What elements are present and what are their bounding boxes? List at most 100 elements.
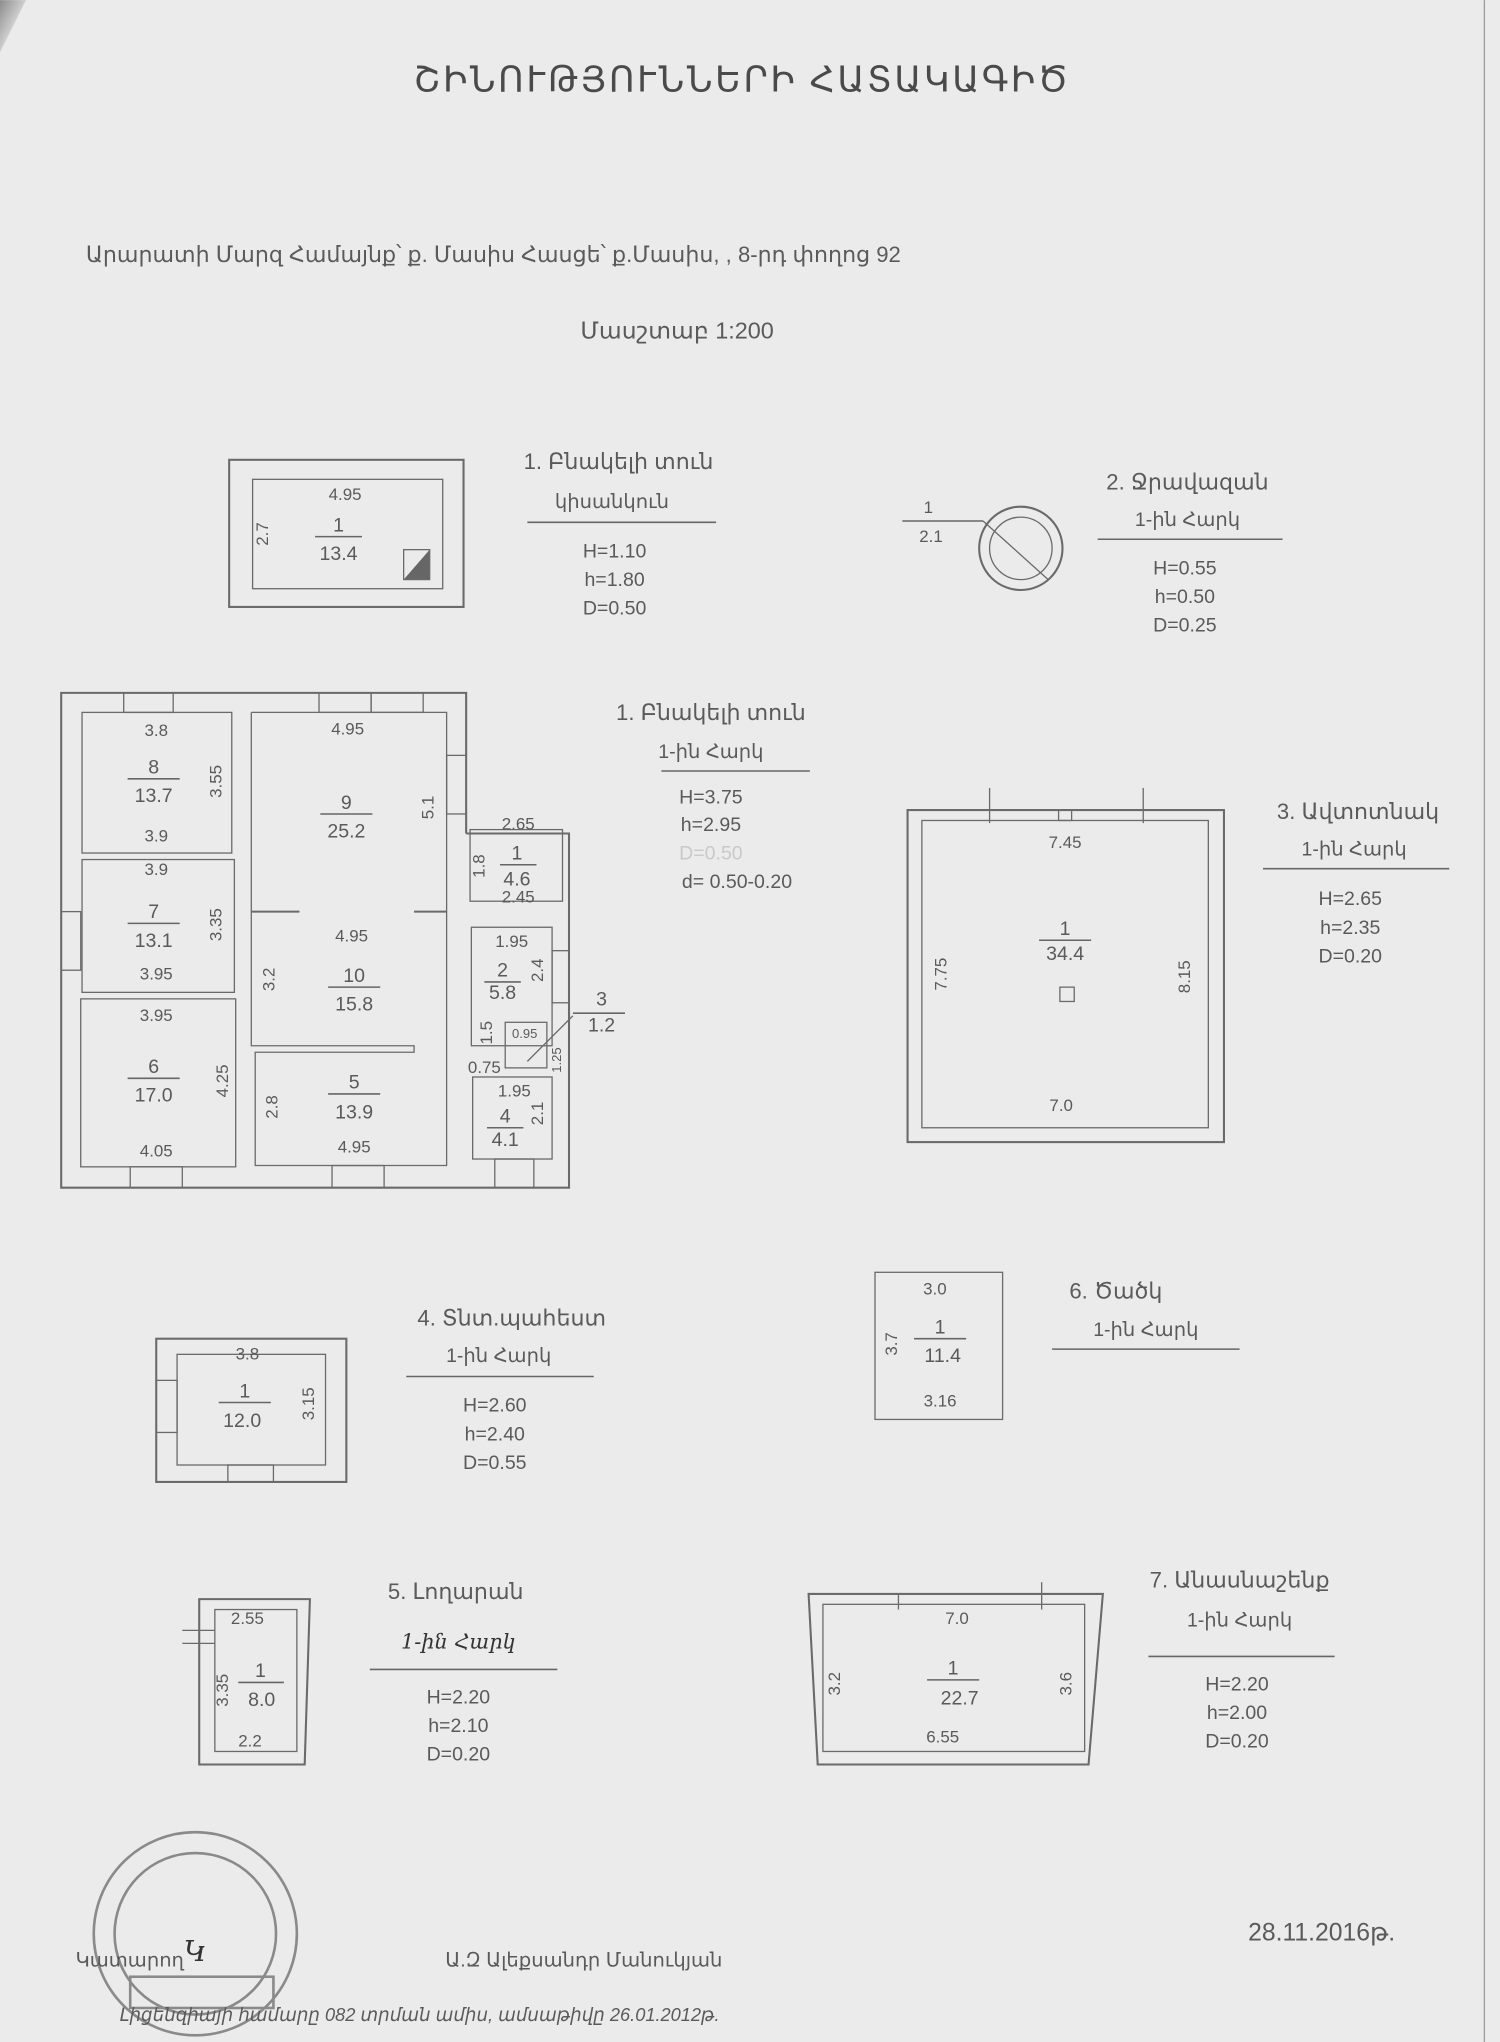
room-label: 4 bbox=[500, 1106, 511, 1128]
dimension-label: 4.25 bbox=[213, 1064, 232, 1097]
dimension-label: 4.95 bbox=[329, 485, 362, 504]
document-date: 28.11.2016թ. bbox=[1248, 1919, 1395, 1946]
house-legend: 1. Բնակելի տուն 1-ին Հարկ H=3.75 h=2.95 … bbox=[616, 700, 810, 893]
dimension-label: 3.2 bbox=[825, 1672, 844, 1696]
dimension-label: 3.8 bbox=[144, 721, 168, 740]
dimension-label: H=2.65 bbox=[1319, 888, 1383, 910]
dimension-label: 7.0 bbox=[945, 1609, 969, 1628]
paper-corner-shadow bbox=[0, 0, 27, 53]
room-label: 13.9 bbox=[335, 1102, 373, 1124]
room-label: 13.7 bbox=[135, 785, 173, 807]
dimension-label: 1.95 bbox=[495, 932, 528, 951]
dimension-label: 5.1 bbox=[419, 796, 438, 820]
dimension-label: 0.95 bbox=[512, 1026, 537, 1041]
dimension-label: 3.7 bbox=[882, 1332, 901, 1356]
dimension-label: 7.75 bbox=[932, 958, 951, 991]
dimension-label: H=1.10 bbox=[583, 540, 647, 562]
dimension-label: 2.45 bbox=[502, 888, 535, 907]
dimension-label: 2.7 bbox=[253, 522, 272, 546]
room-label: 6 bbox=[148, 1056, 159, 1078]
room-label: 22.7 bbox=[941, 1688, 979, 1710]
dimension-label: D=0.25 bbox=[1153, 615, 1217, 637]
bath-legend: 5. Լողարան 1-ին Հարկ H=2.20 h=2.10 D=0.2… bbox=[369, 1579, 558, 1766]
room-label: 8.0 bbox=[248, 1689, 275, 1711]
dimension-label: 3. Ավտոտնակ bbox=[1277, 799, 1439, 824]
room-label: 1 bbox=[1060, 918, 1071, 940]
dimension-label: 1. Բնակելի տուն bbox=[616, 700, 806, 725]
performer-label: Կատարող bbox=[76, 1949, 185, 1971]
room-label: 1 bbox=[948, 1658, 959, 1680]
dimension-label: 4.95 bbox=[331, 720, 364, 739]
dimension-label: 1-ին Հարկ bbox=[1093, 1319, 1198, 1341]
dimension-label: D=0.50 bbox=[679, 843, 743, 865]
dimension-label: 1 bbox=[924, 498, 933, 517]
well-legend: 2. Ջրավազան 1-ին Հարկ H=0.55 h=0.50 D=0.… bbox=[1097, 470, 1283, 637]
basement-plan: 4.95 2.7 1 13.4 bbox=[228, 458, 465, 608]
dimension-label: 3.9 bbox=[144, 860, 168, 879]
dimension-label: H=2.20 bbox=[1205, 1673, 1269, 1695]
dimension-label: 1-ին Հարկ bbox=[1187, 1609, 1292, 1631]
dimension-label: h=2.35 bbox=[1320, 917, 1380, 939]
dimension-label: 2.8 bbox=[262, 1095, 281, 1119]
dimension-label: 3.8 bbox=[236, 1345, 260, 1364]
dimension-label: 3.16 bbox=[924, 1391, 957, 1410]
dimension-label: D=0.55 bbox=[463, 1452, 527, 1474]
dimension-label: H=2.60 bbox=[463, 1395, 527, 1417]
dimension-label: d= 0.50-0.20 bbox=[682, 871, 792, 893]
dimension-label: 5. Լողարան bbox=[388, 1579, 524, 1604]
dimension-label: H=2.20 bbox=[427, 1686, 491, 1708]
dimension-label: 3.35 bbox=[206, 908, 225, 941]
room-label: 1 bbox=[511, 843, 522, 865]
dimension-label: h=2.40 bbox=[465, 1423, 525, 1445]
dimension-label: 3.2 bbox=[260, 968, 279, 992]
garage-legend: 3. Ավտոտնակ 1-ին Հարկ H=2.65 h=2.35 D=0.… bbox=[1263, 799, 1450, 967]
page-title: ՇԻՆՈՒԹՅՈՒՆՆԵՐԻ ՀԱՏԱԿԱԳԻԾ bbox=[414, 60, 1071, 99]
dimension-label: D=0.20 bbox=[1205, 1731, 1269, 1753]
dimension-label: 6. Ծածկ bbox=[1069, 1278, 1162, 1303]
room-label: 17.0 bbox=[135, 1085, 173, 1107]
dimension-label: 3.6 bbox=[1057, 1672, 1076, 1696]
dimension-label: 6.55 bbox=[926, 1727, 959, 1746]
house-plan: 3.8 8 13.7 3.9 3.55 3.9 7 13.1 3.95 3.35… bbox=[60, 691, 625, 1189]
dimension-label: 0.75 bbox=[468, 1058, 501, 1077]
license-line: Լիցենզիայի համարը 082 տրման ամիս, ամսաթի… bbox=[120, 2005, 720, 2025]
room-label: 13.4 bbox=[320, 543, 358, 565]
room-label: 25.2 bbox=[327, 820, 365, 842]
address-line: Արարատի Մարզ Համայնք՝ ք. Մասիս Հասցե՝ ք.… bbox=[86, 242, 901, 267]
shed-plan: 3.0 3.7 1 11.4 3.16 bbox=[874, 1271, 1004, 1421]
dimension-label: 4.95 bbox=[335, 927, 368, 946]
room-label: 34.4 bbox=[1046, 943, 1084, 965]
basement-legend: 1. Բնակելի տուն կիսանկուն H=1.10 h=1.80 … bbox=[524, 449, 717, 620]
dimension-label: 1-ին Հարկ bbox=[401, 1630, 516, 1654]
dimension-label: 3.35 bbox=[213, 1674, 232, 1707]
dimension-label: 1.25 bbox=[549, 1047, 564, 1072]
dimension-label: h=1.80 bbox=[584, 569, 644, 591]
room-label: 1 bbox=[935, 1317, 946, 1339]
dimension-label: 2.4 bbox=[528, 958, 547, 982]
performer-name: Ա.Զ Ալեքսանդր Մանուկյան bbox=[445, 1949, 722, 1971]
room-label: 7 bbox=[148, 901, 159, 923]
dimension-label: 8.15 bbox=[1175, 960, 1194, 993]
dimension-label: 1.8 bbox=[469, 854, 488, 878]
well-plan: 1 2.1 bbox=[902, 498, 1064, 592]
dimension-label: 1-ին Հարկ bbox=[1302, 839, 1407, 861]
room-label: 10 bbox=[343, 965, 365, 987]
dimension-label: D=0.20 bbox=[1319, 945, 1383, 967]
dimension-label: 1. Բնակելի տուն bbox=[524, 449, 714, 474]
room-label: 1 bbox=[239, 1380, 250, 1402]
room-label: 12.0 bbox=[223, 1410, 261, 1432]
dimension-label: 1-ին Հարկ bbox=[446, 1345, 551, 1367]
dimension-label: h=2.00 bbox=[1207, 1702, 1267, 1724]
dimension-label: 3.55 bbox=[206, 765, 225, 798]
shed-legend: 6. Ծածկ 1-ին Հարկ bbox=[1052, 1278, 1240, 1350]
room-label: 8 bbox=[148, 757, 159, 779]
dimension-label: 7.45 bbox=[1049, 833, 1082, 852]
dimension-label: H=3.75 bbox=[679, 787, 743, 809]
room-label: 1 bbox=[333, 514, 344, 536]
room-label: 9 bbox=[341, 792, 352, 814]
barn-legend: 7. Անասնաշենք 1-ին Հարկ H=2.20 h=2.00 D=… bbox=[1148, 1567, 1335, 1753]
dimension-label: 1.5 bbox=[477, 1021, 496, 1045]
signature: Կ bbox=[184, 1934, 207, 1968]
dimension-label: 3.0 bbox=[923, 1279, 947, 1298]
